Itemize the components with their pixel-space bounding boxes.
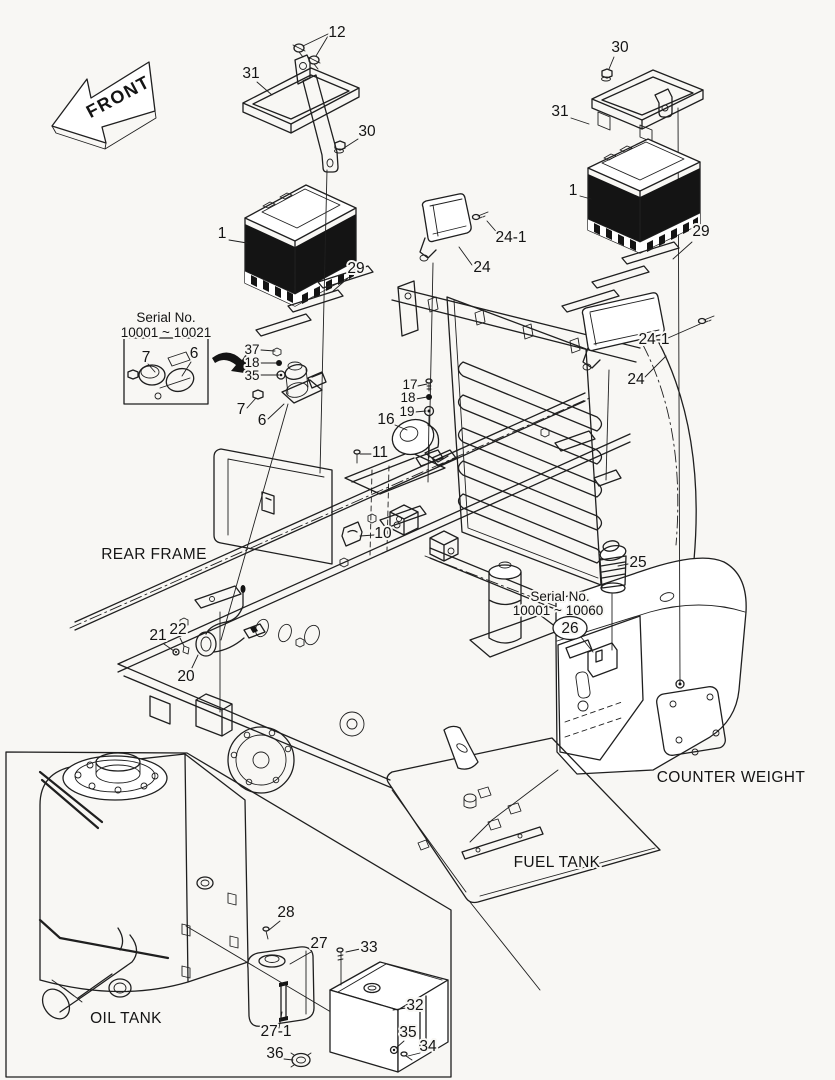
callout-36: 36 (266, 1045, 283, 1062)
callout-leaders (147, 33, 701, 1061)
callout-22: 22 (169, 621, 186, 638)
serial-right-line2: 10001 ~ 10060 (513, 603, 603, 618)
grommet-36 (290, 1052, 312, 1068)
bolt-30-left (334, 140, 346, 154)
callout-1-right: 1 (569, 182, 578, 199)
callout-12: 12 (328, 24, 345, 41)
callout-16: 16 (377, 411, 394, 428)
section-labels: REAR FRAME COUNTER WEIGHT FUEL TANK OIL … (88, 544, 807, 1029)
callout-35-a: 35 (244, 368, 259, 383)
relay-main (220, 347, 327, 641)
horn-25 (599, 540, 627, 651)
shims-29-right (561, 241, 680, 313)
callout-28: 28 (277, 904, 294, 921)
callout-32: 32 (406, 997, 423, 1014)
serial-left-line1: Serial No. (136, 310, 195, 325)
callout-30-left: 30 (358, 123, 376, 140)
callout-11: 11 (372, 444, 388, 461)
callout-33: 33 (360, 939, 377, 956)
battery-bracket-left (242, 54, 360, 173)
shims-29-left (255, 265, 374, 337)
callout-31-right: 31 (551, 103, 568, 120)
circle-26 (552, 615, 588, 641)
serial-note-right: Serial No. 10001 ~ 10060 26 (511, 587, 605, 641)
fuel-tank-label: FUEL TANK (514, 854, 601, 871)
callout-27-1: 27-1 (260, 1023, 291, 1040)
oil-tank-inset (5, 751, 452, 1078)
oil-tank-label: OIL TANK (90, 1010, 162, 1027)
callout-19: 19 (399, 404, 414, 419)
callout-34: 34 (419, 1038, 437, 1055)
leader-bracket-left (319, 169, 328, 474)
washer-tank-27 (247, 926, 315, 1027)
callout-1-left: 1 (218, 225, 227, 242)
pointer-arrow (212, 352, 251, 374)
battery-right (587, 138, 701, 254)
callout-24-left: 24 (473, 259, 491, 276)
leader-lamp-right (605, 369, 610, 481)
callout-29-right: 29 (692, 223, 709, 240)
callout-21: 21 (149, 627, 166, 644)
callout-26: 26 (561, 620, 578, 637)
serial-right-line1: Serial No. (530, 589, 589, 604)
fuel-tank (386, 725, 661, 991)
wing-screws-12 (292, 43, 321, 70)
callout-24-1-right: 24-1 (638, 331, 669, 348)
counter-weight-label: COUNTER WEIGHT (657, 769, 806, 786)
work-lamp-left (419, 193, 489, 262)
callout-6-inset: 6 (190, 345, 199, 362)
callout-25: 25 (629, 554, 646, 571)
harness-20 (172, 585, 266, 657)
callout-20: 20 (177, 668, 195, 685)
relay-inset (127, 351, 195, 400)
serial-box-left (123, 337, 209, 405)
serial-left-line2: 10001 ~ 10021 (121, 325, 211, 340)
callout-7-main: 7 (237, 401, 246, 418)
callout-30-right: 30 (611, 39, 629, 56)
callout-24-1-left: 24-1 (495, 229, 526, 246)
callout-10: 10 (374, 525, 392, 542)
callout-17: 17 (402, 377, 417, 392)
battery-bracket-right (591, 69, 704, 143)
rear-frame-label: REAR FRAME (101, 546, 207, 563)
callout-37: 37 (244, 342, 259, 357)
work-lamp-right (581, 292, 715, 371)
reservoir-tank-32 (185, 925, 449, 1073)
callout-7-inset: 7 (142, 349, 151, 366)
callout-18-a: 18 (244, 355, 259, 370)
callout-29-left: 29 (347, 260, 364, 277)
front-arrow: FRONT (51, 61, 157, 150)
callout-18-b: 18 (400, 390, 415, 405)
callout-27: 27 (310, 935, 327, 952)
callout-31-left: 31 (242, 65, 259, 82)
callout-labels: 12 31 30 1 29 24-1 24 30 31 1 29 24-1 24… (147, 22, 711, 1064)
counterweight (555, 557, 747, 775)
callout-24-right: 24 (627, 371, 645, 388)
bolt-30-right (601, 68, 613, 82)
serial-note-left: Serial No. 10001 ~ 10021 7 6 (119, 308, 213, 368)
bolt-11 (353, 449, 390, 556)
callout-6-main: 6 (258, 412, 267, 429)
callout-35-b: 35 (399, 1024, 416, 1041)
battery-left (244, 184, 357, 307)
clamp-10 (341, 521, 363, 547)
